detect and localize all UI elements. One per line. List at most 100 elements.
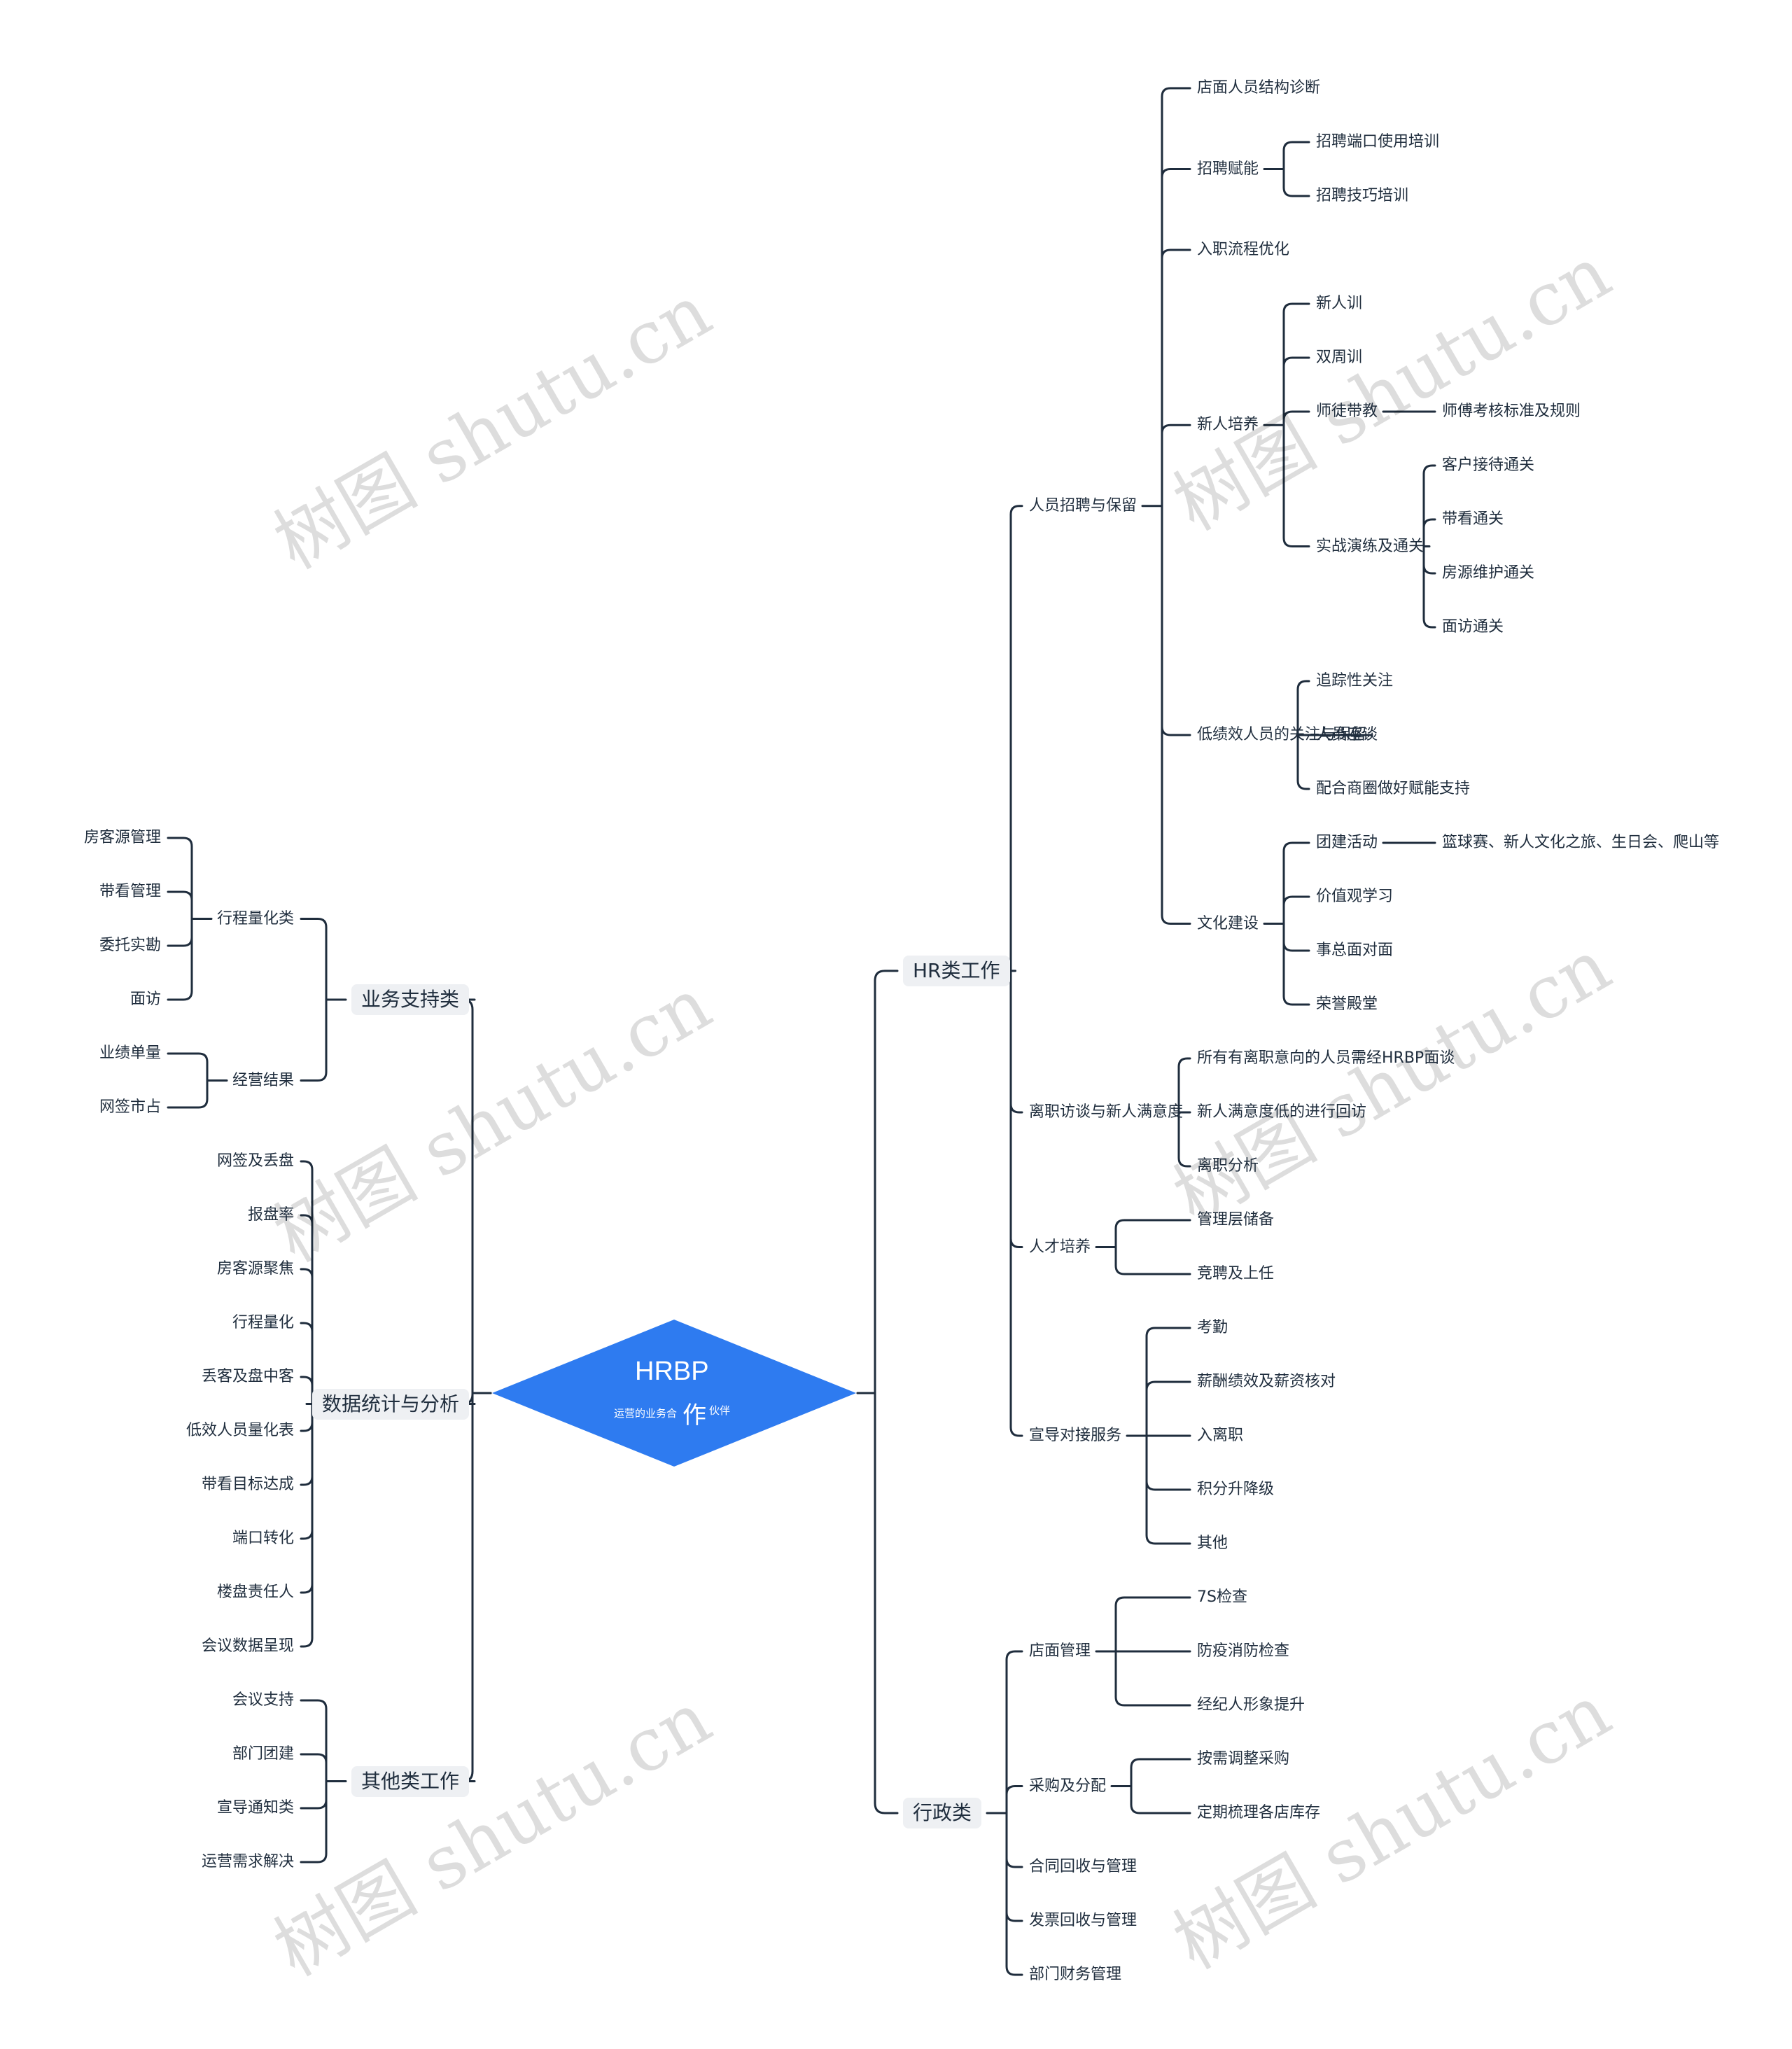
leaf-topic[interactable]: 部门财务管理 — [1029, 1966, 1122, 1983]
leaf-topic[interactable]: 事总面对面 — [1316, 942, 1394, 959]
connector-line — [1282, 168, 1310, 197]
leaf-topic[interactable]: 管理层储备 — [1197, 1211, 1275, 1229]
leaf-topic[interactable]: 运营需求解决 — [201, 1853, 294, 1870]
leaf-topic[interactable]: 低效人员量化表 — [186, 1422, 294, 1439]
connector-line — [1114, 1219, 1191, 1248]
branch-topic[interactable]: 业务支持类 — [351, 984, 469, 1015]
connector-line — [167, 918, 193, 1001]
center-node-shape[interactable] — [492, 1320, 856, 1467]
leaf-topic[interactable]: 竞聘及上任 — [1197, 1265, 1275, 1282]
leaf-topic[interactable]: 部门团建 — [232, 1745, 294, 1763]
leaf-topic[interactable]: 报盘率 — [247, 1206, 294, 1224]
leaf-topic[interactable]: 招聘技巧培训 — [1316, 187, 1409, 204]
subtopic-node[interactable]: 人员招聘与保留 — [1029, 496, 1138, 515]
center-title[interactable]: HRBP — [635, 1357, 709, 1386]
leaf-topic[interactable]: 经纪人形象提升 — [1197, 1696, 1306, 1714]
connector-line — [1282, 923, 1310, 952]
leaf-topic[interactable]: 会议支持 — [232, 1691, 294, 1709]
leaf-topic[interactable]: 房源维护通关 — [1442, 564, 1535, 582]
connector-line — [1005, 1812, 1023, 1976]
subtopic-node[interactable]: 店面管理 — [1029, 1642, 1091, 1660]
leaf-topic[interactable]: 带看目标达成 — [201, 1476, 294, 1493]
subtopic-node[interactable]: 文化建设 — [1197, 914, 1259, 932]
leaf-topic[interactable]: 端口转化 — [232, 1530, 294, 1547]
leaf-topic[interactable]: 会议数据呈现 — [201, 1637, 294, 1655]
leaf-topic[interactable]: 7S检查 — [1197, 1588, 1247, 1606]
leaf-topic[interactable]: 面访 — [130, 991, 161, 1008]
leaf-topic[interactable]: 房客源管理 — [83, 829, 161, 846]
subtopic-node[interactable]: 行程量化类 — [216, 909, 294, 928]
subtopic-node[interactable]: 新人培养 — [1197, 416, 1259, 434]
connector-line — [1161, 87, 1191, 508]
leaf-topic[interactable]: 双周训 — [1316, 349, 1363, 366]
branch-topic[interactable]: 其他类工作 — [351, 1765, 469, 1797]
connector-line — [1282, 356, 1310, 426]
subtopic-node[interactable]: 人才培养 — [1029, 1238, 1091, 1256]
leaf-topic[interactable]: 行程量化 — [232, 1314, 294, 1331]
connector-line — [300, 1403, 314, 1540]
connector-line — [1009, 505, 1023, 972]
leaf-topic[interactable]: 店面人员结构诊断 — [1197, 79, 1321, 97]
leaf-topic[interactable]: 招聘端口使用培训 — [1316, 133, 1440, 151]
leaf-topic[interactable]: 网签及丢盘 — [216, 1152, 294, 1170]
leaf-topic[interactable]: 所有有离职意向的人员需经HRBP面谈 — [1197, 1049, 1455, 1067]
subtopic-node[interactable]: 低绩效人员的关注与保留 — [1197, 726, 1367, 743]
branch-topic[interactable]: 行政类 — [903, 1798, 982, 1828]
connector-line — [300, 1403, 314, 1432]
leaf-topic[interactable]: 离职分析 — [1197, 1157, 1259, 1175]
leaf-topic[interactable]: 防疫消防检查 — [1197, 1642, 1290, 1660]
leaf-topic[interactable]: 薪酬绩效及薪资核对 — [1197, 1373, 1336, 1390]
connector-line — [1161, 424, 1191, 508]
leaf-topic[interactable]: 人员座谈 — [1316, 726, 1378, 743]
connector-line — [167, 1079, 209, 1109]
leaf-topic[interactable]: 入离职 — [1197, 1427, 1244, 1444]
leaf-topic[interactable]: 房客源聚焦 — [216, 1260, 294, 1278]
leaf-topic[interactable]: 定期梳理各店库存 — [1197, 1804, 1321, 1821]
leaf-topic[interactable]: 追踪性关注 — [1316, 672, 1394, 690]
branch-topic[interactable]: 数据统计与分析 — [312, 1388, 469, 1420]
leaf-topic[interactable]: 入职流程优化 — [1197, 241, 1290, 258]
leaf-topic[interactable]: 带看管理 — [99, 883, 161, 900]
leaf-topic[interactable]: 按需调整采购 — [1197, 1750, 1290, 1768]
leaf-topic[interactable]: 宣导通知类 — [216, 1799, 294, 1817]
leaf-topic[interactable]: 客户接待通关 — [1442, 456, 1535, 474]
leaf-topic[interactable]: 积分升降级 — [1197, 1481, 1275, 1498]
leaf-topic[interactable]: 委托实勘 — [99, 937, 161, 954]
connector-line — [300, 998, 328, 1082]
subtopic-node[interactable]: 招聘赋能 — [1197, 160, 1259, 178]
subtopic-node[interactable]: 经营结果 — [232, 1071, 294, 1089]
branch-topic[interactable]: HR类工作 — [903, 955, 1010, 986]
subtopic-node[interactable]: 采购及分配 — [1029, 1777, 1107, 1795]
leaf-topic[interactable]: 新人训 — [1316, 295, 1363, 312]
subtopic-node[interactable]: 团建活动 — [1316, 834, 1378, 851]
leaf-topic[interactable]: 师傅考核标准及规则 — [1442, 403, 1581, 420]
leaf-topic[interactable]: 网签市占 — [99, 1098, 161, 1116]
subtopic-node[interactable]: 离职访谈与新人满意度 — [1029, 1103, 1184, 1121]
connector-line — [1130, 1758, 1191, 1787]
connector-line — [300, 1780, 328, 1863]
leaf-topic[interactable]: 带看通关 — [1442, 510, 1504, 528]
connector-line — [1114, 1650, 1191, 1707]
leaf-topic[interactable]: 篮球赛、新人文化之旅、生日会、爬山等 — [1442, 834, 1720, 851]
subtopic-node[interactable]: 实战演练及通关 — [1316, 537, 1424, 555]
connector-line — [1282, 923, 1310, 1006]
leaf-topic[interactable]: 丢客及盘中客 — [201, 1368, 294, 1385]
leaf-topic[interactable]: 价值观学习 — [1316, 888, 1394, 905]
connector-line — [1145, 1327, 1191, 1437]
connector-line — [1161, 505, 1191, 925]
leaf-topic[interactable]: 配合商圈做好赋能支持 — [1316, 780, 1471, 797]
leaf-topic[interactable]: 面访通关 — [1442, 618, 1504, 636]
connector-line — [1296, 680, 1310, 736]
leaf-topic[interactable]: 其他 — [1197, 1534, 1228, 1552]
leaf-topic[interactable]: 荣誉殿堂 — [1316, 995, 1378, 1013]
subtopic-node[interactable]: 师徒带教 — [1316, 403, 1378, 420]
connector-line — [1145, 1434, 1191, 1491]
leaf-topic[interactable]: 新人满意度低的进行回访 — [1197, 1103, 1367, 1121]
leaf-topic[interactable]: 楼盘责任人 — [216, 1583, 294, 1601]
leaf-topic[interactable]: 发票回收与管理 — [1029, 1912, 1138, 1929]
leaf-topic[interactable]: 业绩单量 — [99, 1044, 161, 1062]
center-subtitle-a: 运营的业务合 — [614, 1408, 678, 1420]
leaf-topic[interactable]: 考勤 — [1197, 1319, 1228, 1336]
subtopic-node[interactable]: 宣导对接服务 — [1029, 1427, 1122, 1444]
leaf-topic[interactable]: 合同回收与管理 — [1029, 1858, 1138, 1875]
